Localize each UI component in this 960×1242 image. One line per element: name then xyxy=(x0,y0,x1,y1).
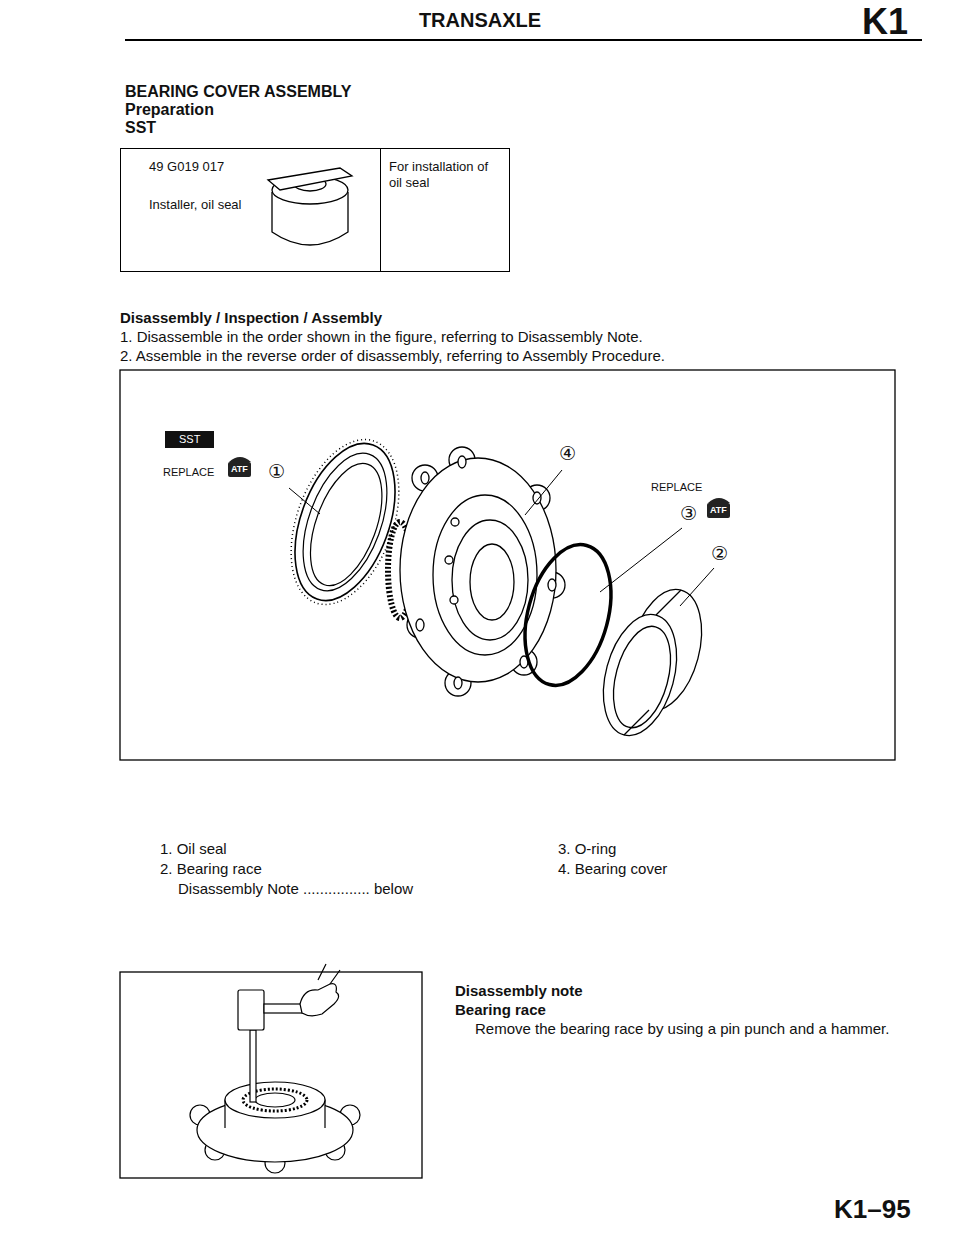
callout-number: ③ xyxy=(680,504,697,523)
bolt-hole xyxy=(548,579,556,591)
section-heading: BEARING COVER ASSEMBLY xyxy=(125,82,351,101)
part-list-item: 1. Oil seal xyxy=(160,840,227,858)
part-list-note: Disassembly Note ................ below xyxy=(178,880,413,898)
table-cell: For installation of oil seal xyxy=(380,148,510,272)
cell-heading: For installation of oil seal xyxy=(389,159,501,192)
punch-illustration xyxy=(190,964,360,1173)
sst-badge: SST xyxy=(165,431,214,448)
cover-bore-inner xyxy=(470,544,514,620)
cover-flange xyxy=(400,458,556,682)
oil-hole xyxy=(450,596,458,604)
atf-badge: ATF xyxy=(228,462,251,477)
note-body: Remove the bearing race by using a pin p… xyxy=(475,1020,905,1038)
part-list-item: 4. Bearing cover xyxy=(558,860,667,878)
seal-outer xyxy=(276,430,415,614)
seal-inner xyxy=(296,454,396,595)
race-edge xyxy=(624,710,649,735)
callout-number: ② xyxy=(711,544,728,563)
note-heading: Disassembly note xyxy=(455,982,583,1000)
callout-number: ① xyxy=(268,462,285,481)
callout-number: ④ xyxy=(559,444,576,463)
table-cell: 49 G019 017Installer, oil seal xyxy=(120,148,381,272)
subheading: SST xyxy=(125,118,156,137)
subheading: Preparation xyxy=(125,100,214,119)
header-rule xyxy=(125,39,922,41)
replace-note: REPLACE xyxy=(651,481,702,494)
leader-line xyxy=(600,528,682,592)
cover-bore xyxy=(255,1093,295,1107)
arm xyxy=(318,964,340,984)
figure-frame xyxy=(120,370,895,760)
sst-tool-icon xyxy=(268,168,352,245)
leader-line xyxy=(525,470,562,515)
oil-hole xyxy=(451,518,459,526)
cell-heading: ATF xyxy=(710,505,727,516)
seal-lip xyxy=(287,442,404,602)
cell-heading: ATF xyxy=(231,464,248,475)
cell-text: Installer, oil seal xyxy=(149,197,244,213)
section-code: K1 xyxy=(862,0,908,43)
step-heading: Disassembly / Inspection / Assembly xyxy=(120,309,382,327)
cell-heading: SST xyxy=(179,433,200,446)
race-front xyxy=(591,606,689,743)
step-text: 2. Assemble in the reverse order of disa… xyxy=(120,347,665,365)
replace-note: REPLACE xyxy=(163,466,214,479)
leader-line xyxy=(680,568,714,606)
cell-heading: 49 G019 017 xyxy=(149,159,372,175)
pin-punch xyxy=(250,1030,256,1102)
bolt-hole xyxy=(533,492,541,504)
part-list-item: 2. Bearing race xyxy=(160,860,262,878)
cover-bore-step xyxy=(452,520,528,640)
page-number: K1–95 xyxy=(834,1194,911,1225)
race-edge xyxy=(656,590,681,615)
leader-line xyxy=(289,488,320,514)
atf-badge: ATF xyxy=(707,503,730,518)
seal-outer-dotted xyxy=(270,425,419,619)
part-list-item: 3. O-ring xyxy=(558,840,616,858)
tool-bar xyxy=(268,168,352,190)
bearing-cover xyxy=(388,447,565,696)
bolt-hole xyxy=(458,456,466,468)
leader-lines xyxy=(289,470,714,606)
bolt-hole xyxy=(416,619,424,631)
bolt-hole xyxy=(454,677,462,689)
oil-seal xyxy=(270,425,419,619)
step-text: 1. Disassemble in the order shown in the… xyxy=(120,328,643,346)
cover-top xyxy=(225,1082,325,1118)
page-title: TRANSAXLE xyxy=(0,8,960,32)
bolt-hole xyxy=(421,472,429,484)
hand xyxy=(300,984,339,1016)
oil-hole xyxy=(445,556,453,564)
note-subheading: Bearing race xyxy=(455,1001,546,1019)
hammer-head xyxy=(238,990,264,1030)
cover-bore xyxy=(433,495,537,655)
note-figure-frame xyxy=(120,972,422,1178)
bearing-race xyxy=(591,581,714,743)
